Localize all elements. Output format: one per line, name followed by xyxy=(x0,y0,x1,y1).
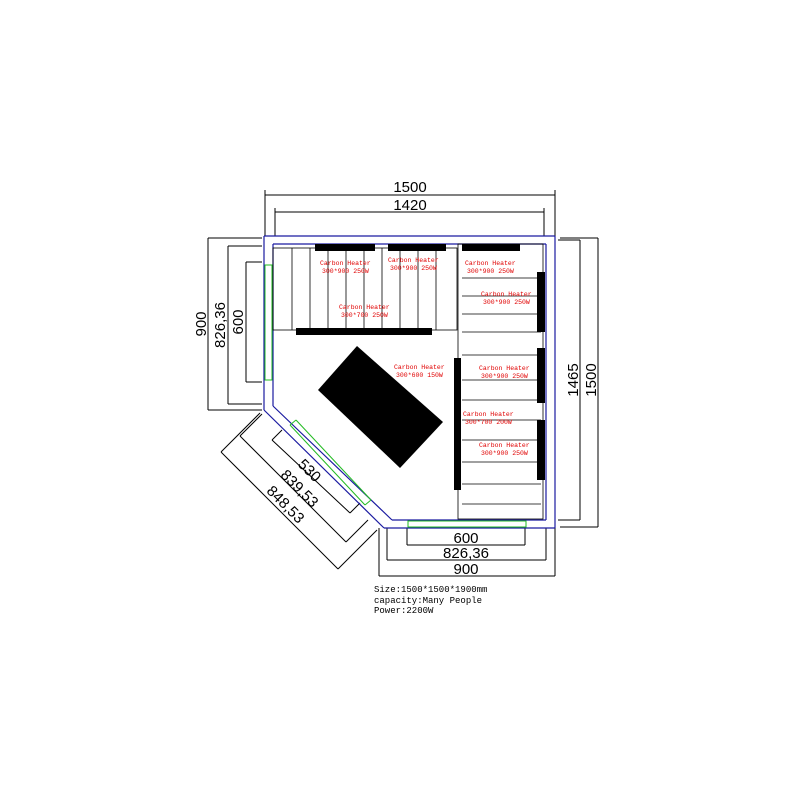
spec-block: Size:1500*1500*1900mm capacity:Many Peop… xyxy=(374,585,487,617)
heater-label-name: Carbon Heater xyxy=(463,411,514,418)
heater-label-spec: 300*900 250W xyxy=(467,268,514,275)
heater-label-name: Carbon Heater xyxy=(479,442,530,449)
heater-label-spec: 300*900 250W xyxy=(481,450,528,457)
heater-bar xyxy=(537,272,545,332)
heater-bar xyxy=(388,244,446,251)
heater-bar xyxy=(537,420,545,480)
dimension-lines xyxy=(207,190,599,577)
dim-left-inner: 600 xyxy=(230,309,247,334)
heater-bar xyxy=(296,328,432,335)
spec-capacity: capacity:Many People xyxy=(374,595,483,606)
dim-bottom-inner: 600 xyxy=(453,530,478,547)
center-block xyxy=(318,346,443,468)
dim-top-outer: 1500 xyxy=(393,179,426,196)
bench-top-left xyxy=(272,247,458,331)
heater-label-name: Carbon Heater xyxy=(465,260,516,267)
spec-size: Size:1500*1500*1900mm xyxy=(374,585,488,595)
heater-label-name: Carbon Heater xyxy=(388,257,439,264)
heater-label-spec: 300*700 250W xyxy=(341,312,388,319)
heater-label-name: Carbon Heater xyxy=(481,291,532,298)
heater-bar xyxy=(462,244,520,251)
heater-label-spec: 300*900 250W xyxy=(483,299,530,306)
heater-labels: Carbon Heater 300*900 250W Carbon Heater… xyxy=(320,257,532,457)
dim-bottom-outer: 900 xyxy=(453,561,478,578)
heater-label-spec: 300*900 250W xyxy=(481,373,528,380)
heater-label-name: Carbon Heater xyxy=(479,365,530,372)
heater-label-spec: 300*900 250W xyxy=(322,268,369,275)
heater-label-spec: 300*600 150W xyxy=(396,372,443,379)
heater-label-spec: 300*700 200W xyxy=(465,419,512,426)
heater-bars xyxy=(296,244,545,490)
heater-bar xyxy=(315,244,375,251)
dim-left-outer: 900 xyxy=(193,311,210,336)
heater-label-name: Carbon Heater xyxy=(320,260,371,267)
heater-label-name: Carbon Heater xyxy=(394,364,445,371)
heater-label-spec: 300*900 250W xyxy=(390,265,437,272)
dim-right-inner: 1465 xyxy=(565,363,582,396)
glass-panels xyxy=(264,264,527,528)
dim-left-mid: 826,36 xyxy=(212,302,229,348)
heater-bar xyxy=(537,348,545,403)
bench-right xyxy=(457,243,544,520)
dim-bottom-mid: 826,36 xyxy=(443,545,489,562)
heater-label-name: Carbon Heater xyxy=(339,304,390,311)
dim-top-inner: 1420 xyxy=(393,197,426,214)
spec-power: Power:2200W xyxy=(374,606,434,616)
heater-bar xyxy=(454,358,461,490)
cabin-walls xyxy=(263,235,556,529)
dim-right-outer: 1500 xyxy=(583,363,600,396)
